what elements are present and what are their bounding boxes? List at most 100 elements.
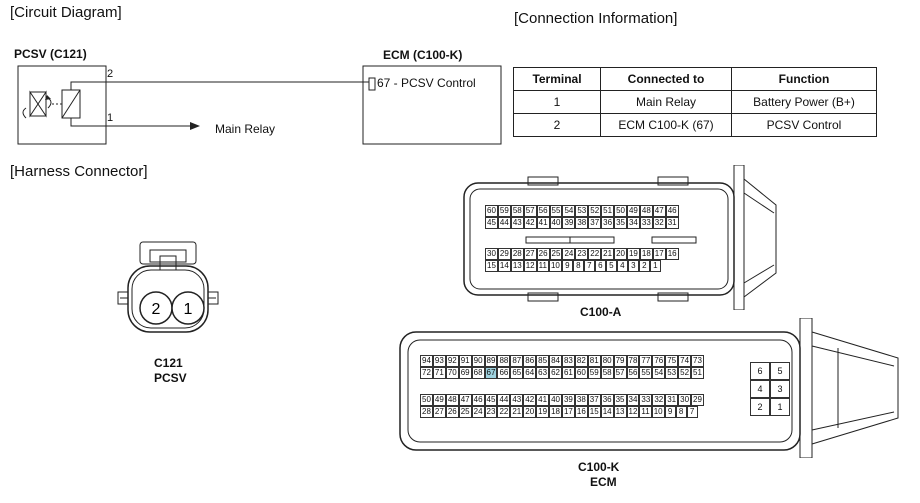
c100k-pin: 47 (458, 394, 472, 406)
arrow-main-relay (190, 122, 200, 130)
ecm-title: ECM (C100-K) (383, 48, 463, 62)
c100k-pin: 76 (652, 355, 666, 367)
c100a-pin: 7 (583, 260, 595, 272)
c121-label: C121 (154, 356, 183, 370)
c100k-pin: 56 (626, 367, 640, 379)
c100a-pin: 20 (614, 248, 627, 260)
c100k-side-pin: 4 (750, 380, 770, 398)
c100a-pin: 50 (614, 205, 627, 217)
c100k-pin: 64 (523, 367, 537, 379)
c100k-pin: 10 (651, 406, 665, 418)
c100a-pin: 49 (626, 205, 640, 217)
c100a-pin: 57 (523, 205, 537, 217)
c100k-pin: 69 (458, 367, 472, 379)
c100a-pin: 2 (638, 260, 650, 272)
c100k-pin: 26 (445, 406, 459, 418)
c100k-pin: 70 (445, 367, 459, 379)
c100a-pin: 43 (510, 217, 524, 229)
c100k-pin: 9 (664, 406, 676, 418)
table-row: 1 Main Relay Battery Power (B+) (513, 90, 877, 114)
c100a-pin: 59 (497, 205, 511, 217)
c100k-pin: 78 (626, 355, 640, 367)
c100a-pin: 42 (523, 217, 537, 229)
connection-table: Terminal Connected to Function 1 Main Re… (513, 67, 877, 137)
c100a-pin: 23 (575, 248, 589, 260)
c100k-pin: 30 (678, 394, 692, 406)
table-header-row: Terminal Connected to Function (513, 67, 877, 91)
c100k-pin: 94 (420, 355, 433, 367)
section-harness-connector: [Harness Connector] (10, 163, 148, 180)
c100k-side-pin: 2 (750, 398, 770, 416)
table-cell: Battery Power (B+) (731, 90, 877, 114)
c100k-pin: 92 (445, 355, 459, 367)
c100k-pin: 16 (574, 406, 588, 418)
c100a-pin: 51 (601, 205, 615, 217)
c100k-pin: 17 (561, 406, 575, 418)
c100k-pin: 49 (432, 394, 446, 406)
c100a-pin: 53 (575, 205, 589, 217)
c100k-pin: 13 (613, 406, 627, 418)
c100k-pin: 54 (652, 367, 666, 379)
c100k-pin: 45 (484, 394, 498, 406)
c100a-pin: 41 (536, 217, 550, 229)
pcsv-box (17, 65, 107, 145)
c100k-pin: 71 (432, 367, 446, 379)
c121-pin-1 (171, 291, 205, 325)
c100k-pin: 81 (587, 355, 601, 367)
c100a-pin: 1 (649, 260, 661, 272)
c100k-connector (399, 318, 899, 458)
c100a-pin: 45 (485, 217, 498, 229)
c100k-side-pin: 6 (750, 362, 770, 380)
c100a-pin: 24 (562, 248, 576, 260)
ecm-pin-label: 67 - PCSV Control (377, 76, 476, 90)
c100k-pin: 72 (420, 367, 433, 379)
main-relay-label: Main Relay (215, 122, 276, 136)
c100a-pin: 32 (652, 217, 666, 229)
c100k-pin: 28 (420, 406, 433, 418)
c100k-pin: 85 (536, 355, 550, 367)
c100k-pin: 14 (600, 406, 614, 418)
c100k-pin: 7 (686, 406, 698, 418)
c100a-pin: 40 (549, 217, 563, 229)
c100k-pin: 39 (561, 394, 575, 406)
c100k-pin: 62 (549, 367, 562, 379)
c100a-pin: 8 (572, 260, 584, 272)
c100a-pin: 13 (510, 260, 524, 272)
c100k-pin: 73 (691, 355, 704, 367)
table-header: Terminal (513, 67, 601, 91)
c100k-pin: 83 (561, 355, 575, 367)
c100a-label: C100-A (580, 305, 622, 319)
c100k-pin: 27 (432, 406, 446, 418)
c100k-pin: 57 (613, 367, 627, 379)
c100a-pin: 22 (588, 248, 602, 260)
c100a-pin: 60 (485, 205, 498, 217)
c100k-pin: 44 (497, 394, 511, 406)
c100k-pin: 42 (523, 394, 537, 406)
c100a-pin: 9 (561, 260, 573, 272)
c100a-pin: 15 (485, 260, 498, 272)
c100a-pin: 29 (497, 248, 511, 260)
c100k-pin: 58 (600, 367, 614, 379)
c121-connector: 2 1 (117, 241, 219, 333)
c100k-pin: 22 (497, 406, 511, 418)
c100a-pin: 55 (549, 205, 563, 217)
section-connection-information: [Connection Information] (514, 10, 678, 27)
pcsv-title: PCSV (C121) (14, 47, 87, 61)
c100a-pin: 14 (497, 260, 511, 272)
c100a-pin: 38 (575, 217, 589, 229)
c100a-pin: 26 (536, 248, 550, 260)
c100k-pin: 46 (471, 394, 485, 406)
circuit-diagram (17, 65, 502, 145)
c100a-pin: 30 (485, 248, 498, 260)
c100k-pin: 29 (691, 394, 704, 406)
c100k-pin: 91 (458, 355, 472, 367)
valve-symbol (29, 90, 39, 118)
c100k-pin: 79 (613, 355, 627, 367)
c100k-side-pin: 1 (770, 398, 790, 416)
c100k-pin: 93 (432, 355, 446, 367)
table-header: Function (731, 67, 877, 91)
c100a-pin: 39 (562, 217, 576, 229)
c100a-pin: 33 (639, 217, 653, 229)
